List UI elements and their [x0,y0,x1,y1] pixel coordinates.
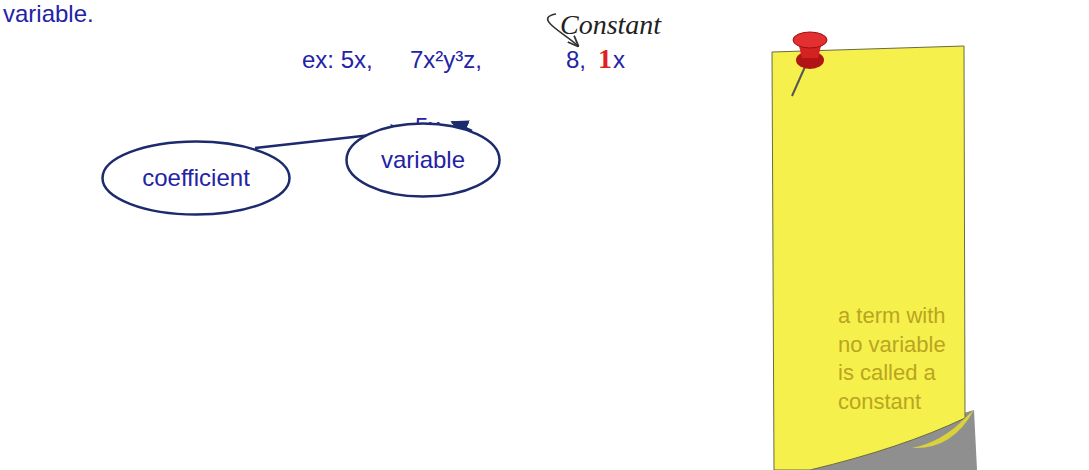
heading-fragment: variable. [3,0,94,29]
example-term: x [613,46,625,75]
ellipse-shape [347,124,500,197]
sticky-note: a term with no variable is called a cons… [762,30,977,470]
example-term: 8, [566,46,586,75]
handwritten-note: Constant [560,8,661,42]
note-text: a term with no variable is called a cons… [838,302,962,416]
note-text-area: a term with no variable is called a cons… [838,302,962,416]
handwritten-coefficient: 1 [598,42,612,76]
example-term: ex: 5x, [302,46,373,75]
term-part-name: coefficient [142,164,250,192]
term-part-ellipse: coefficient [101,140,291,216]
pin-head [793,32,827,48]
note-curl [912,410,974,448]
example-term: 7x²y³z, [410,46,482,75]
term-part-ellipse: variable [345,122,501,198]
ellipse-shape [103,142,290,215]
term-part-name: variable [381,146,465,174]
note-paper [772,46,965,470]
